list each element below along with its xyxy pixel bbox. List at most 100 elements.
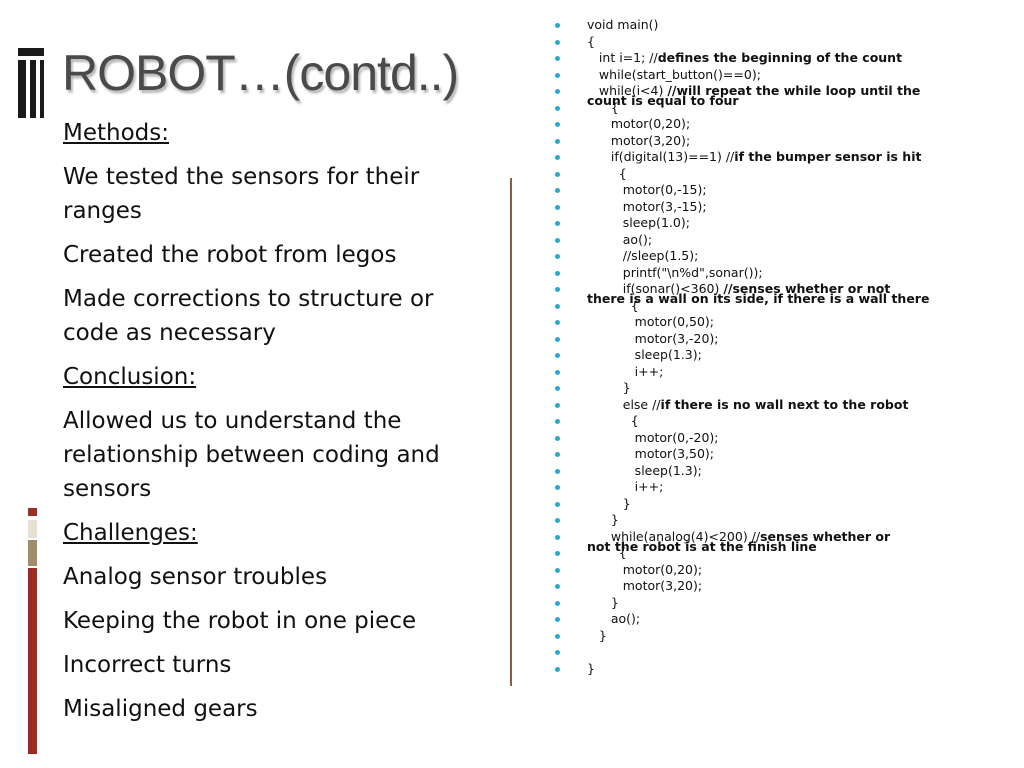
- bullet-icon: [555, 287, 560, 292]
- code-text: while(start_button()==0);: [587, 67, 761, 84]
- code-statement: {: [587, 297, 639, 313]
- code-statement: }: [587, 594, 619, 610]
- code-line: void main(): [555, 17, 995, 34]
- bullet-icon: [555, 468, 560, 474]
- code-text: }: [587, 496, 631, 513]
- bullet-icon: [555, 485, 560, 490]
- code-line: while(analog(4)<200) //senses whether or…: [555, 529, 995, 553]
- code-line: motor(3,-15);: [555, 199, 995, 216]
- code-statement: {: [587, 165, 627, 181]
- summary-item: Created the robot from legos: [63, 242, 397, 268]
- bullet-icon: [555, 105, 560, 111]
- code-statement: sleep(1.3);: [587, 462, 702, 478]
- code-statement: motor(3,20);: [587, 132, 691, 148]
- bullet-icon: [555, 303, 560, 309]
- bullet-icon: [555, 369, 560, 375]
- code-line: motor(0,20);: [555, 562, 995, 579]
- summary-item: Incorrect turns: [63, 652, 232, 678]
- code-text: }: [587, 628, 607, 645]
- code-line: }: [555, 512, 995, 529]
- code-statement: if(sonar()<360): [587, 281, 724, 296]
- code-statement: ao();: [587, 611, 641, 626]
- code-line: motor(0,50);: [555, 314, 995, 331]
- bullet-icon: [555, 254, 560, 259]
- bullet-icon: [555, 353, 560, 358]
- bullet-icon: [555, 650, 560, 655]
- code-line: {: [555, 100, 995, 117]
- code-text: while(i<4) //will repeat the while loop …: [587, 83, 921, 100]
- code-text: if(sonar()<360) //senses whether or not: [587, 281, 891, 298]
- code-line: {: [555, 298, 995, 315]
- code-line: motor(0,-15);: [555, 182, 995, 199]
- code-line: {: [555, 166, 995, 183]
- bullet-icon: [555, 435, 560, 441]
- code-line: //sleep(1.5);: [555, 248, 995, 265]
- bullet-icon: [555, 56, 560, 61]
- code-statement: void main(): [587, 17, 659, 32]
- bullet-icon: [555, 567, 560, 573]
- code-statement: {: [587, 413, 639, 428]
- code-statement: motor(0,-15);: [587, 182, 707, 197]
- bullet-icon: [555, 402, 560, 408]
- code-listing: void main(){ int i=1; //defines the begi…: [555, 17, 995, 677]
- code-comment: senses whether or: [760, 528, 891, 544]
- code-statement: while(start_button()==0);: [587, 66, 761, 82]
- code-line: }: [555, 628, 995, 645]
- code-line: while(start_button()==0);: [555, 67, 995, 84]
- code-comment: //will repeat the while loop until the: [667, 83, 921, 98]
- code-line: {: [555, 34, 995, 51]
- bullet-icon: [555, 336, 560, 342]
- code-text: sleep(1.3);: [587, 347, 702, 364]
- code-line: motor(0,20);: [555, 116, 995, 133]
- bullet-icon: [555, 89, 560, 94]
- code-text: //sleep(1.5);: [587, 248, 699, 265]
- code-text: motor(3,20);: [587, 133, 690, 150]
- code-text: printf("\n%d",sonar());: [587, 265, 763, 282]
- code-statement: }: [587, 380, 631, 395]
- code-statement: while(i<4): [587, 83, 668, 98]
- code-statement: motor(3,-20);: [587, 330, 719, 346]
- bullet-icon: [555, 72, 560, 78]
- code-comment: if the bumper sensor is hit: [734, 149, 922, 164]
- code-text: motor(3,-20);: [587, 331, 719, 348]
- summary-item: Allowed us to understand the relationshi…: [63, 408, 440, 502]
- code-line: motor(3,-20);: [555, 331, 995, 348]
- code-text: i++;: [587, 364, 664, 381]
- code-statement: }: [587, 512, 619, 527]
- summary-text: Methods:We tested the sensors for their …: [63, 116, 463, 736]
- code-line: printf("\n%d",sonar());: [555, 265, 995, 282]
- code-statement: printf("\n%d",sonar());: [587, 264, 763, 280]
- code-text: }: [587, 595, 619, 612]
- bullet-icon: [555, 419, 560, 424]
- code-line: else //if there is no wall next to the r…: [555, 397, 995, 414]
- code-text: while(analog(4)<200) //senses whether or: [587, 529, 890, 546]
- code-statement: i++;: [587, 479, 664, 494]
- bullet-icon: [555, 600, 560, 606]
- code-statement: {: [587, 545, 627, 560]
- decorative-bars-icon: [18, 48, 44, 118]
- code-line: i++;: [555, 479, 995, 496]
- code-text: motor(0,-15);: [587, 182, 707, 199]
- bullet-icon: [555, 320, 560, 325]
- code-line: }: [555, 380, 995, 397]
- code-line: motor(3,20);: [555, 133, 995, 150]
- code-text: i++;: [587, 479, 664, 496]
- bullet-icon: [555, 39, 560, 45]
- code-statement: motor(3,-15);: [587, 198, 707, 214]
- decorative-side-strip: [28, 508, 37, 754]
- code-text: sleep(1.0);: [587, 215, 690, 232]
- code-text: ao();: [587, 232, 652, 249]
- bullet-icon: [555, 270, 560, 276]
- code-text: motor(0,-20);: [587, 430, 719, 447]
- code-statement: sleep(1.3);: [587, 347, 702, 362]
- code-text: motor(0,20);: [587, 116, 690, 133]
- code-statement: }: [587, 660, 595, 676]
- code-line: i++;: [555, 364, 995, 381]
- code-statement: motor(0,50);: [587, 314, 714, 329]
- bullet-icon: [555, 666, 560, 672]
- code-statement: motor(0,20);: [587, 116, 691, 131]
- bullet-icon: [555, 534, 560, 540]
- code-text: {: [587, 100, 619, 117]
- code-text: {: [587, 545, 627, 562]
